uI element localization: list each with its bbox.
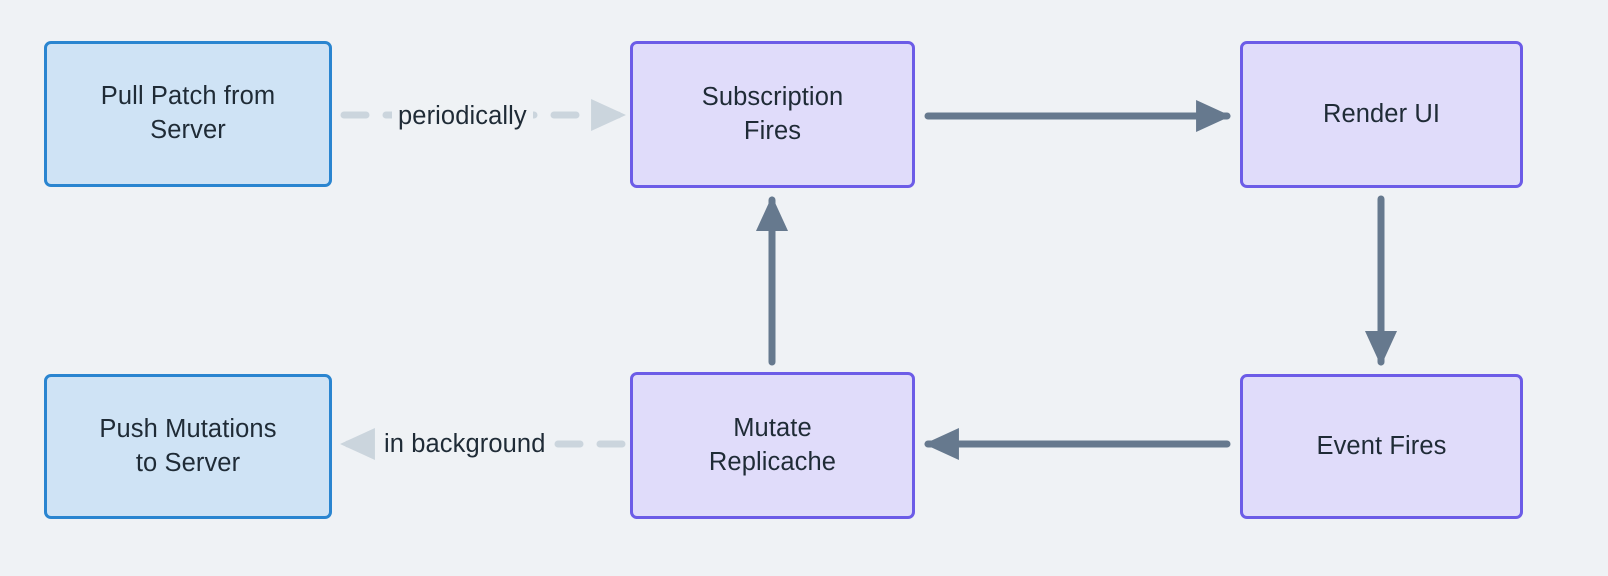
node-label: Subscription Fires bbox=[701, 82, 844, 145]
node-label: Render UI bbox=[1322, 99, 1441, 128]
edge-label-in-background: in background bbox=[378, 429, 552, 460]
node-label: Mutate Replicache bbox=[708, 413, 837, 476]
node-event-fires[interactable]: Event Fires bbox=[1240, 374, 1523, 519]
node-label: Event Fires bbox=[1316, 431, 1447, 460]
node-push-mutations-to-server[interactable]: Push Mutations to Server bbox=[44, 374, 332, 519]
node-pull-patch-from-server[interactable]: Pull Patch from Server bbox=[44, 41, 332, 187]
edge-label-periodically: periodically bbox=[392, 101, 533, 132]
node-subscription-fires[interactable]: Subscription Fires bbox=[630, 41, 915, 188]
node-mutate-replicache[interactable]: Mutate Replicache bbox=[630, 372, 915, 519]
node-label: Pull Patch from Server bbox=[100, 82, 276, 144]
node-render-ui[interactable]: Render UI bbox=[1240, 41, 1523, 188]
node-label: Push Mutations to Server bbox=[99, 414, 277, 477]
